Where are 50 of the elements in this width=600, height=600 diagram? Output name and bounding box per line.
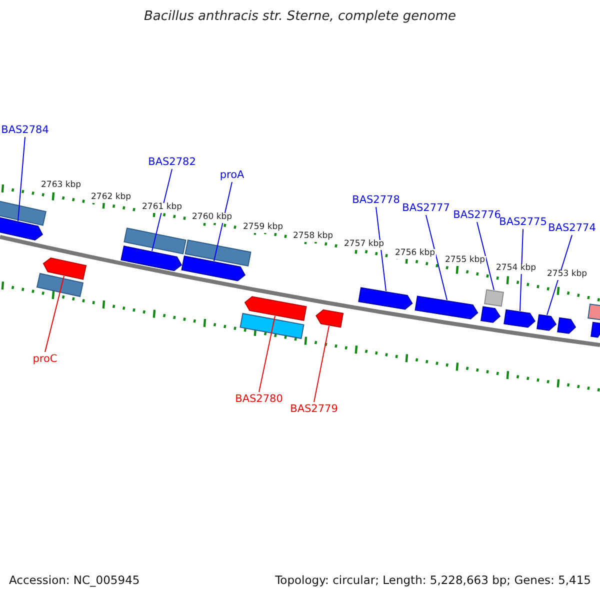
gene-feature — [590, 322, 600, 338]
leader-line — [152, 168, 172, 252]
scale-label: 2754 kbp — [495, 264, 538, 274]
leader-line — [44, 276, 64, 352]
gene-feature — [484, 289, 504, 307]
scale-label: 2763 kbp — [40, 181, 82, 191]
gene-label: BAS2774 — [548, 222, 596, 234]
scale-label: 2755 kbp — [444, 256, 486, 266]
gene-label: proA — [220, 169, 244, 182]
gene-feature — [414, 296, 478, 320]
gene-feature — [358, 287, 413, 310]
gene-label: BAS2777 — [402, 202, 450, 214]
leader-line — [314, 326, 330, 402]
gene-feature — [480, 306, 501, 323]
leader-line — [426, 214, 448, 300]
genome-summary-text: Topology: circular; Length: 5,228,663 bp; Genes: 5,415 — [275, 574, 591, 588]
leader-line — [258, 316, 276, 392]
gene-label: BAS2784 — [1, 124, 49, 136]
scale-label: 2758 kbp — [292, 232, 334, 242]
gene-feature — [120, 246, 182, 272]
scale-label: 2762 kbp — [90, 193, 132, 203]
gene-feature — [181, 256, 246, 282]
scale-label: 2759 kbp — [242, 223, 284, 233]
gene-label: BAS2775 — [499, 216, 547, 228]
gene-label: BAS2776 — [453, 209, 501, 222]
gene-feature — [244, 296, 307, 321]
scale-label: 2753 kbp — [546, 270, 588, 280]
gene-label: BAS2778 — [352, 194, 400, 206]
accession-text: Accession: NC_005945 — [9, 574, 140, 588]
leader-line — [18, 136, 26, 222]
gene-label: BAS2782 — [148, 156, 196, 168]
leader-line — [546, 234, 572, 316]
leader-line — [376, 206, 386, 292]
gene-label: BAS2780 — [235, 393, 283, 406]
gene-label: BAS2779 — [290, 403, 338, 416]
gene-feature — [42, 257, 87, 280]
gene-feature — [557, 317, 576, 334]
leader-line — [520, 228, 524, 312]
gene-feature — [316, 309, 344, 328]
scale-label: 2761 kbp — [141, 203, 184, 213]
gene-label: proC — [32, 353, 58, 366]
scale-label: 2757 kbp — [343, 240, 386, 250]
scale-label: 2760 kbp — [191, 213, 234, 223]
leader-line — [476, 222, 494, 290]
scale-label: 2756 kbp — [394, 249, 436, 259]
gene-feature — [504, 309, 536, 328]
gene-feature — [536, 314, 557, 331]
title: Bacillus anthracis str. Sterne, complete genome — [143, 10, 457, 25]
gene-feature — [0, 216, 44, 241]
leader-line — [214, 182, 232, 262]
